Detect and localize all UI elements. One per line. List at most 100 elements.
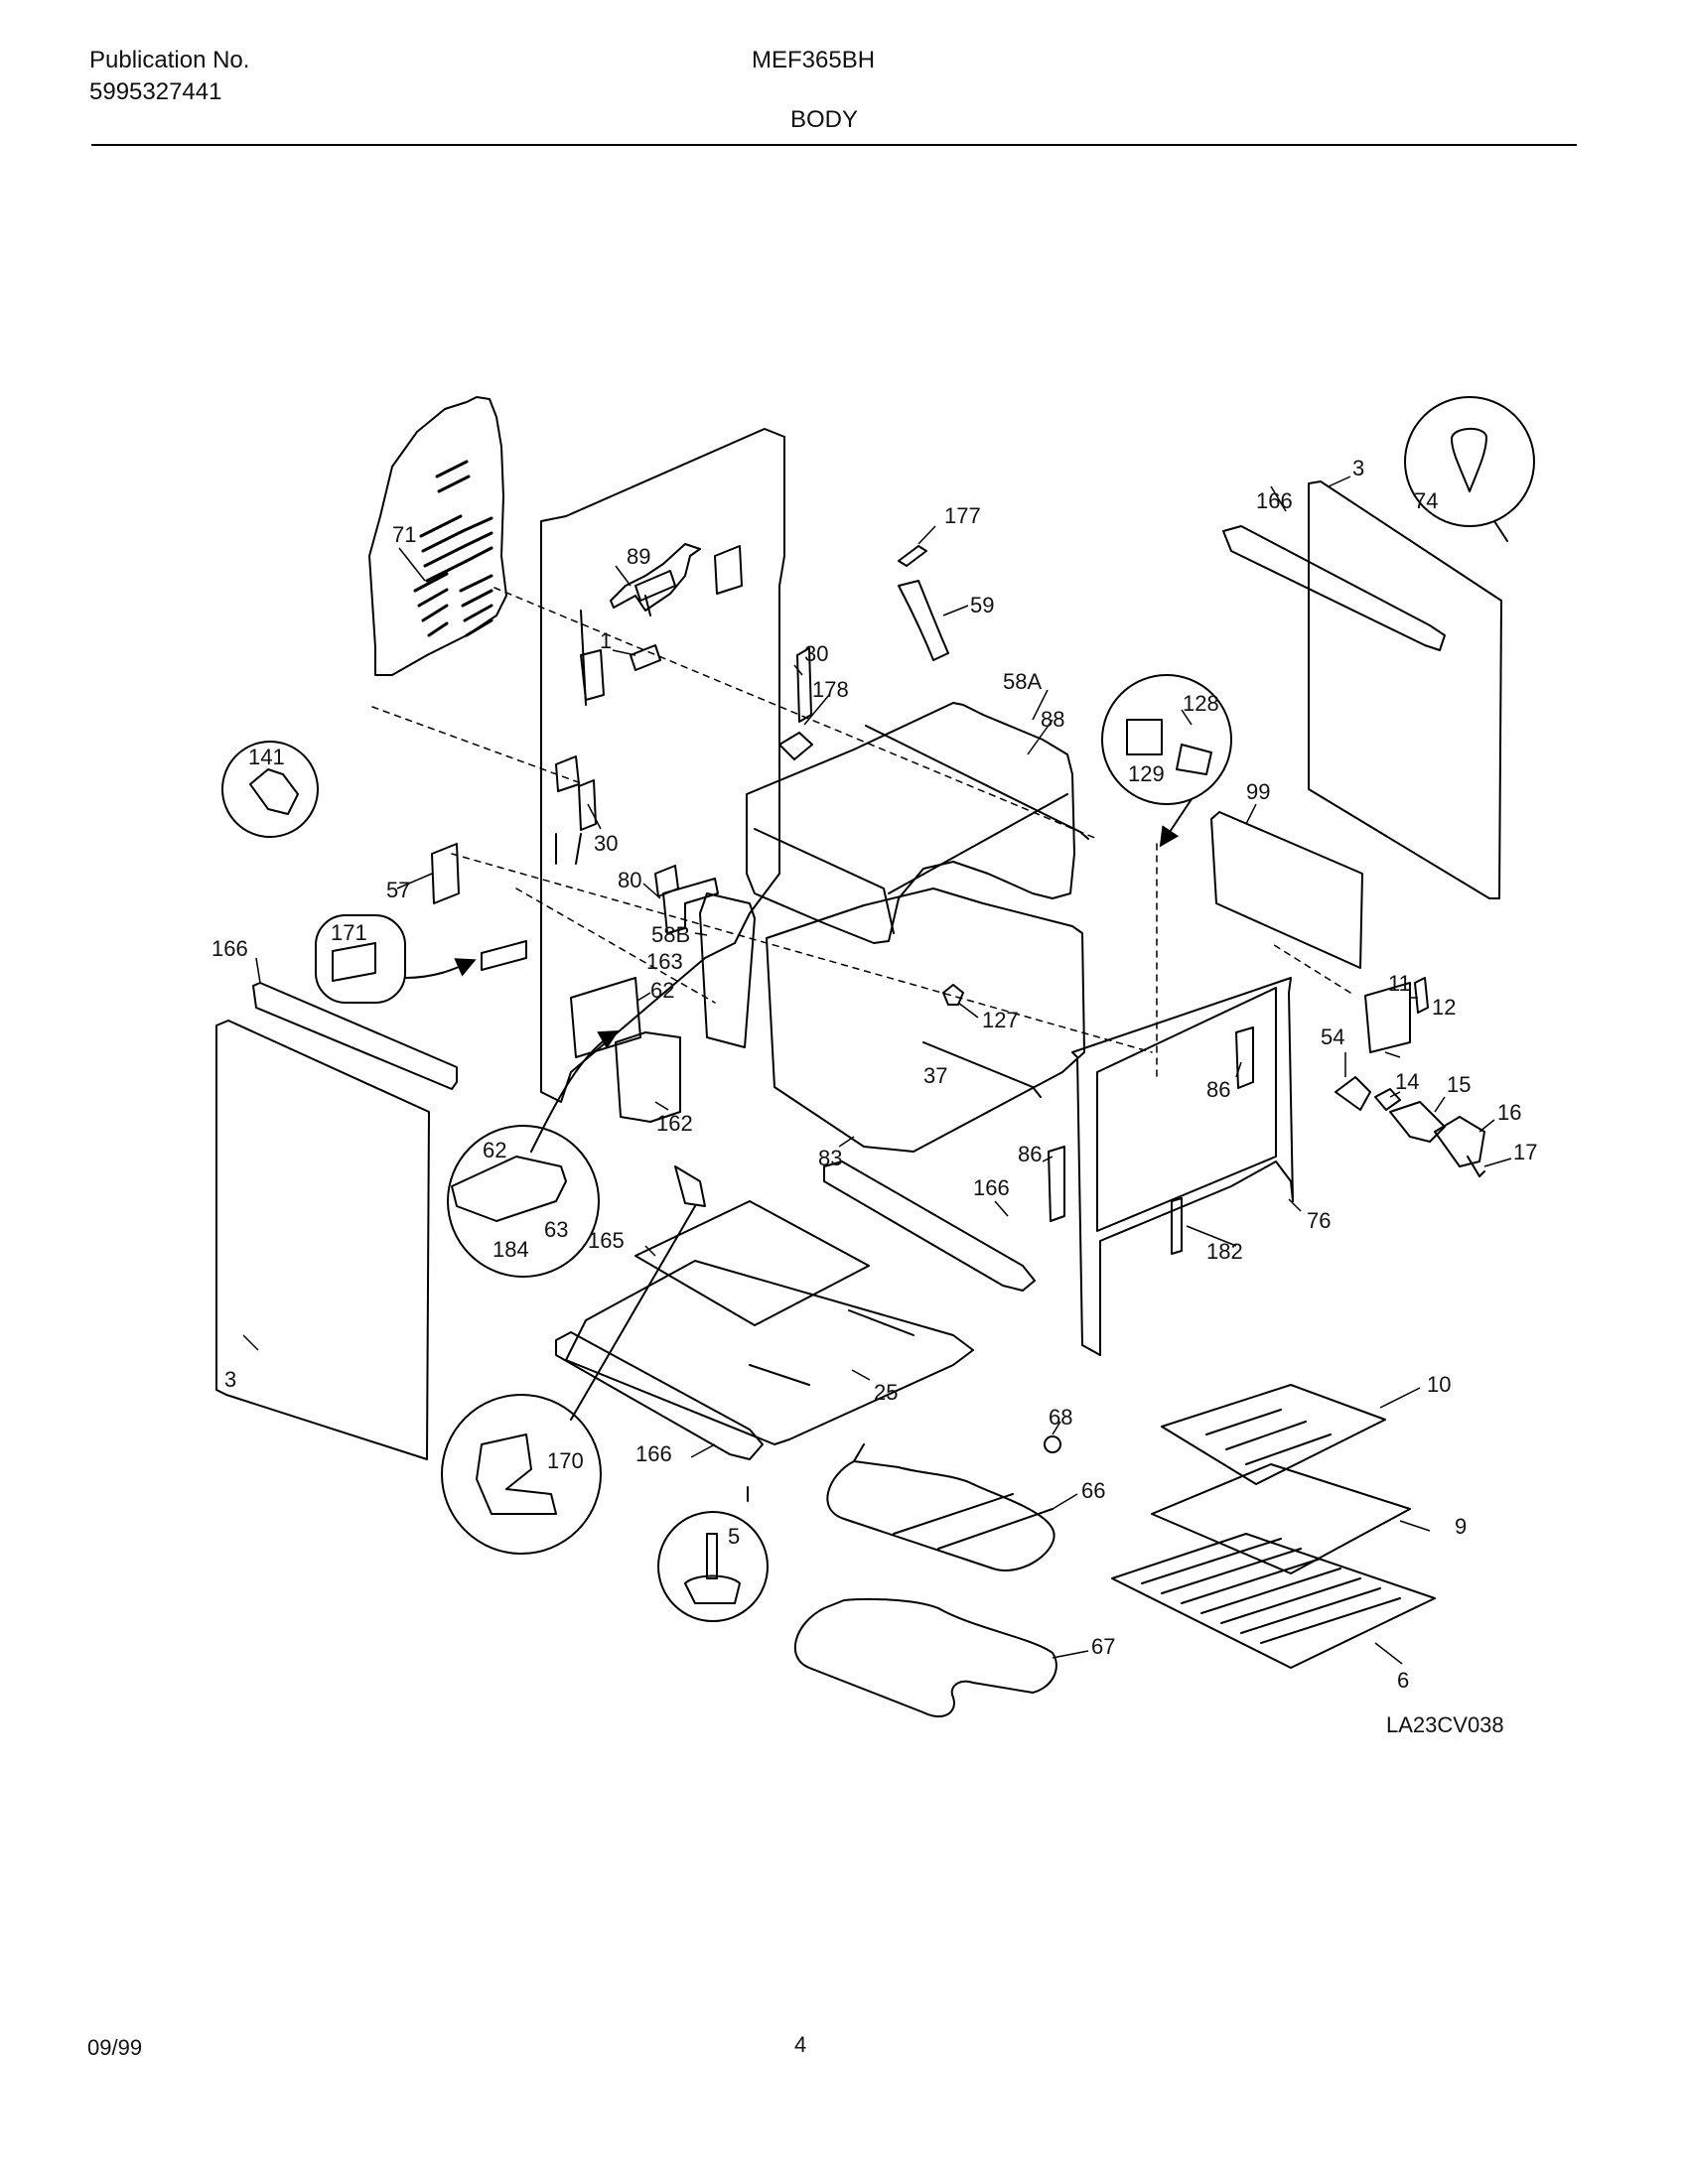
part-71-rear-vent-panel bbox=[368, 396, 507, 676]
part-166-trim-left bbox=[252, 982, 458, 1090]
section-title: BODY bbox=[790, 106, 859, 133]
part-57-plate bbox=[431, 843, 460, 904]
callout-3b: 3 bbox=[224, 1367, 236, 1392]
callout-14: 14 bbox=[1395, 1069, 1419, 1094]
part-182-strip bbox=[1171, 1197, 1183, 1255]
callout-25: 25 bbox=[874, 1380, 898, 1405]
part-58B-side-blanket bbox=[699, 892, 756, 1048]
part-30-bracket-a bbox=[796, 647, 812, 723]
callout-6: 6 bbox=[1397, 1668, 1409, 1693]
callout-71: 71 bbox=[392, 522, 416, 547]
part-178-clip bbox=[778, 732, 813, 760]
callout-83: 83 bbox=[818, 1146, 842, 1170]
detail-141-circle bbox=[221, 741, 319, 838]
detail-128-circle bbox=[1101, 674, 1232, 805]
part-166-trim-bottom bbox=[555, 1331, 764, 1460]
callout-5: 5 bbox=[728, 1524, 740, 1549]
part-10-rack bbox=[1161, 1384, 1386, 1485]
footer-page-number: 4 bbox=[794, 2032, 807, 2057]
callout-11: 11 bbox=[1388, 971, 1411, 996]
callout-58b: 58B bbox=[651, 922, 690, 947]
callout-86a: 86 bbox=[1206, 1077, 1230, 1102]
callout-141: 141 bbox=[248, 745, 285, 769]
part-6-oven-rack bbox=[1111, 1533, 1436, 1669]
part-16-lens bbox=[1434, 1116, 1485, 1167]
part-25-oven-bottom bbox=[565, 1260, 974, 1445]
callout-1: 1 bbox=[600, 628, 612, 653]
callout-177: 177 bbox=[944, 503, 981, 528]
part-89-bracket bbox=[610, 543, 701, 612]
part-162-cover bbox=[615, 1031, 681, 1123]
footer-date: 09/99 bbox=[87, 2035, 143, 2060]
detail-171-box bbox=[315, 914, 406, 1004]
callout-37: 37 bbox=[923, 1063, 947, 1088]
detail-170-circle bbox=[441, 1394, 602, 1555]
part-86-hinge-b bbox=[1048, 1146, 1065, 1222]
callout-162: 162 bbox=[656, 1111, 693, 1136]
callout-163: 163 bbox=[646, 949, 683, 974]
drawing-id: LA23CV038 bbox=[1386, 1712, 1504, 1737]
part-37-probe bbox=[922, 1041, 1042, 1098]
part-177-ring bbox=[898, 545, 927, 567]
callout-59: 59 bbox=[970, 593, 994, 617]
callout-9: 9 bbox=[1455, 1514, 1467, 1539]
callout-76: 76 bbox=[1307, 1208, 1331, 1233]
callout-30a: 30 bbox=[804, 641, 828, 666]
callout-99: 99 bbox=[1246, 779, 1270, 804]
part-30-bracket-b bbox=[578, 779, 597, 831]
callout-166a: 166 bbox=[1256, 488, 1293, 513]
part-80-clip bbox=[662, 878, 719, 934]
callout-12: 12 bbox=[1432, 995, 1456, 1020]
part-14-ring bbox=[1374, 1088, 1401, 1111]
part-59-hose bbox=[898, 580, 949, 661]
part-83-oven-liner bbox=[766, 887, 1085, 1153]
callout-166c: 166 bbox=[973, 1175, 1010, 1200]
callout-58a: 58A bbox=[1003, 669, 1042, 694]
part-54-socket bbox=[1335, 1076, 1371, 1111]
callout-67: 67 bbox=[1091, 1634, 1115, 1659]
callout-10: 10 bbox=[1427, 1372, 1451, 1397]
callout-178: 178 bbox=[812, 677, 849, 702]
callout-171: 171 bbox=[331, 920, 367, 945]
part-3-side-panel-right bbox=[1308, 480, 1502, 899]
vent-slots bbox=[413, 460, 493, 637]
callout-182: 182 bbox=[1206, 1239, 1243, 1264]
callout-166b: 166 bbox=[211, 936, 248, 961]
part-67-broil-element bbox=[793, 1597, 1057, 1717]
part-58A-top-blanket bbox=[746, 702, 1075, 944]
part-11-bracket bbox=[1364, 982, 1411, 1053]
detail-74-circle bbox=[1404, 396, 1535, 527]
part-66-bake-element bbox=[826, 1460, 1055, 1571]
leader-lines bbox=[242, 476, 1512, 1665]
part-165-bottom-plate bbox=[634, 1200, 870, 1326]
part-163-terminal-block bbox=[570, 977, 641, 1058]
part-1-back-panel bbox=[540, 428, 785, 1103]
callout-86b: 86 bbox=[1018, 1142, 1042, 1166]
callout-66: 66 bbox=[1081, 1478, 1105, 1503]
part-68-clip bbox=[1044, 1435, 1061, 1453]
callout-166d: 166 bbox=[635, 1441, 672, 1466]
part-12-clip bbox=[1414, 977, 1429, 1014]
part-76-front-frame bbox=[1071, 977, 1294, 1356]
callout-88: 88 bbox=[1041, 707, 1064, 732]
callout-129: 129 bbox=[1128, 761, 1165, 786]
callout-128: 128 bbox=[1183, 691, 1219, 716]
header-rule bbox=[91, 144, 1577, 146]
callout-89: 89 bbox=[627, 544, 650, 569]
part-9-liner bbox=[1151, 1463, 1411, 1574]
callout-57: 57 bbox=[386, 878, 410, 902]
part-171-label bbox=[481, 940, 527, 971]
detail-5-circle bbox=[657, 1511, 769, 1622]
callout-62b: 62 bbox=[483, 1138, 506, 1162]
callout-63: 63 bbox=[544, 1217, 568, 1242]
part-99-shield bbox=[1210, 811, 1363, 969]
publication-label: Publication No. bbox=[89, 47, 250, 73]
callout-74: 74 bbox=[1414, 488, 1438, 513]
callout-170: 170 bbox=[547, 1448, 584, 1473]
detail-62-circle bbox=[447, 1125, 600, 1278]
callout-80: 80 bbox=[618, 868, 641, 892]
callout-54: 54 bbox=[1321, 1024, 1344, 1049]
part-166-trim-mid bbox=[823, 1160, 1036, 1292]
part-165-clip bbox=[674, 1165, 706, 1207]
